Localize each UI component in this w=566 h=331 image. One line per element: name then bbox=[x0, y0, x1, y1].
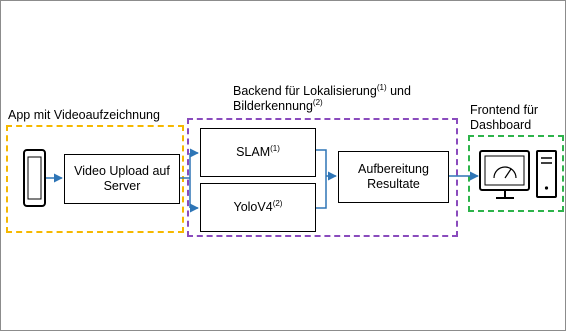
pc-tower-icon bbox=[536, 150, 557, 198]
slam-merge-line bbox=[316, 149, 327, 176]
smartphone-icon bbox=[23, 149, 46, 207]
slam-box: SLAM(1) bbox=[200, 128, 316, 177]
app-group-label: App mit Videoaufzeichnung bbox=[8, 108, 160, 122]
frontend-group-label: Frontend für Dashboard bbox=[470, 103, 539, 132]
backend-group-label: Backend für Lokalisierung(1) und Bilderk… bbox=[233, 82, 411, 113]
yolo-merge-line bbox=[316, 176, 327, 209]
upload-split-line bbox=[180, 153, 191, 208]
monitor-icon bbox=[479, 150, 530, 199]
app-group-frame bbox=[6, 125, 184, 233]
yolov4-box: YoloV4(2) bbox=[200, 183, 316, 232]
frontend-group-frame bbox=[468, 135, 564, 212]
